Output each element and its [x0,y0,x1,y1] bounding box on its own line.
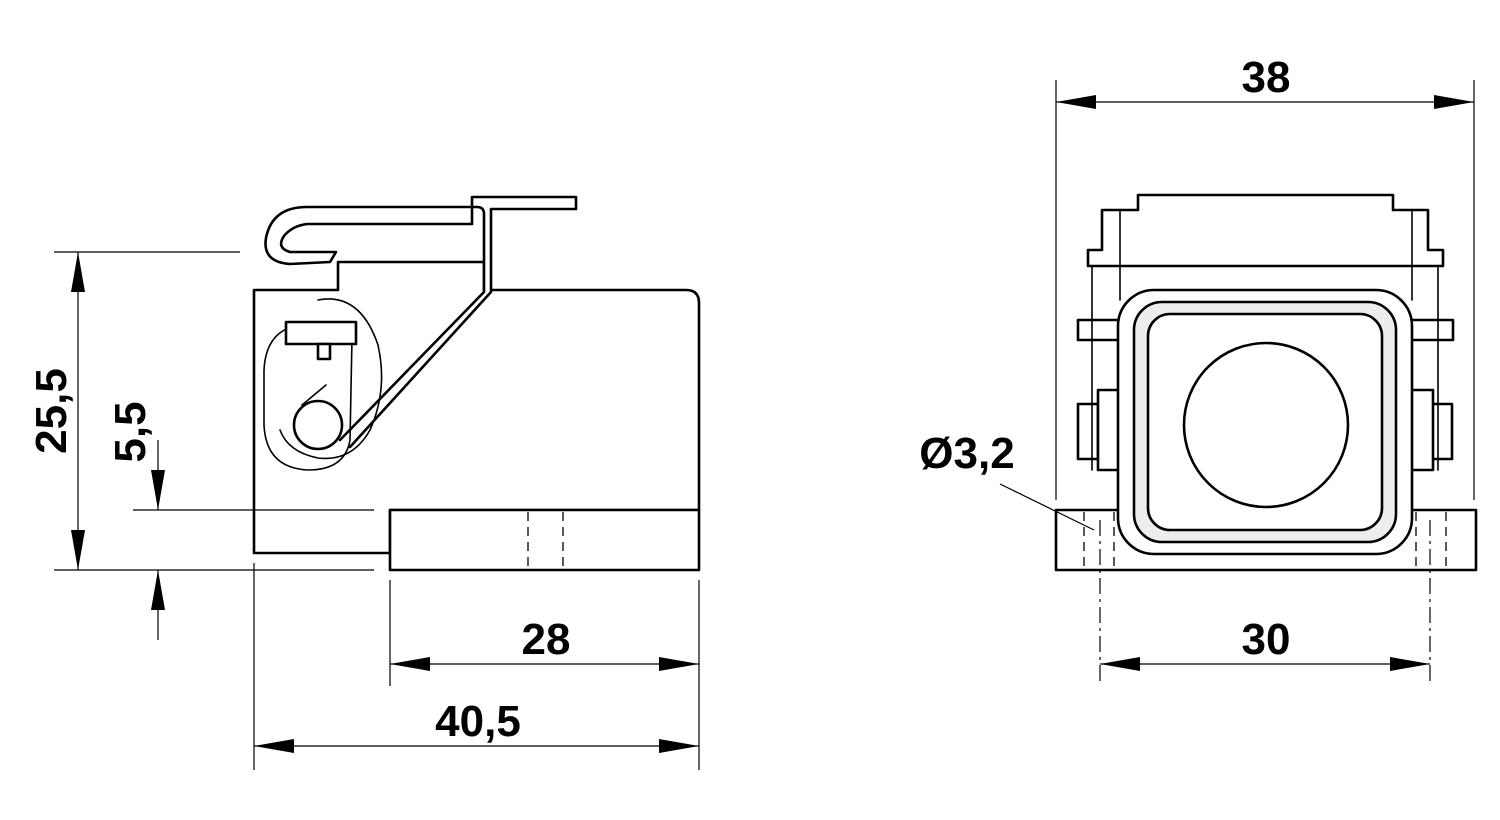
front-latch-left-lower [1076,402,1100,461]
arrow-base-length-left [390,657,430,671]
side-dimensions: 25,5 5,5 28 40,5 [27,251,700,770]
dim-label-overall-width: 38 [1242,53,1291,102]
leader-hole-diameter [999,483,1095,531]
arrow-base-height-bottom [151,570,165,610]
side-slot-inner [279,298,383,460]
side-hook [264,205,474,266]
front-top-housing [1086,193,1445,268]
side-latch-tab [316,342,332,361]
dim-label-overall-height: 25,5 [27,368,76,454]
dim-label-base-height: 5,5 [106,401,155,462]
arrow-spacing-right [1390,657,1430,671]
arrow-width-right [1434,95,1474,109]
side-locking-lever [338,195,578,449]
arrow-height-top [71,252,85,292]
dim-label-hole-diameter: Ø3,2 [919,429,1014,478]
front-view [1054,193,1478,572]
side-latch-block [284,320,358,346]
dim-label-hole-spacing: 30 [1242,615,1291,664]
arrow-overall-length-right [659,739,699,753]
side-pin [292,399,344,451]
arrow-base-height-top [151,470,165,510]
arrow-width-left [1056,95,1096,109]
front-dimensions: 38 Ø3,2 30 [919,53,1475,686]
dim-label-overall-length: 40,5 [435,697,521,746]
dim-label-base-length: 28 [522,615,571,664]
side-base-plate [388,508,701,572]
arrow-overall-length-left [254,739,294,753]
side-pin-stem [301,384,327,406]
front-cable-entry [1182,341,1350,509]
arrow-height-bottom [71,530,85,570]
front-latch-right-lower [1430,402,1454,461]
arrow-base-length-right [659,657,699,671]
arrow-spacing-left [1100,657,1140,671]
side-view [252,195,701,572]
